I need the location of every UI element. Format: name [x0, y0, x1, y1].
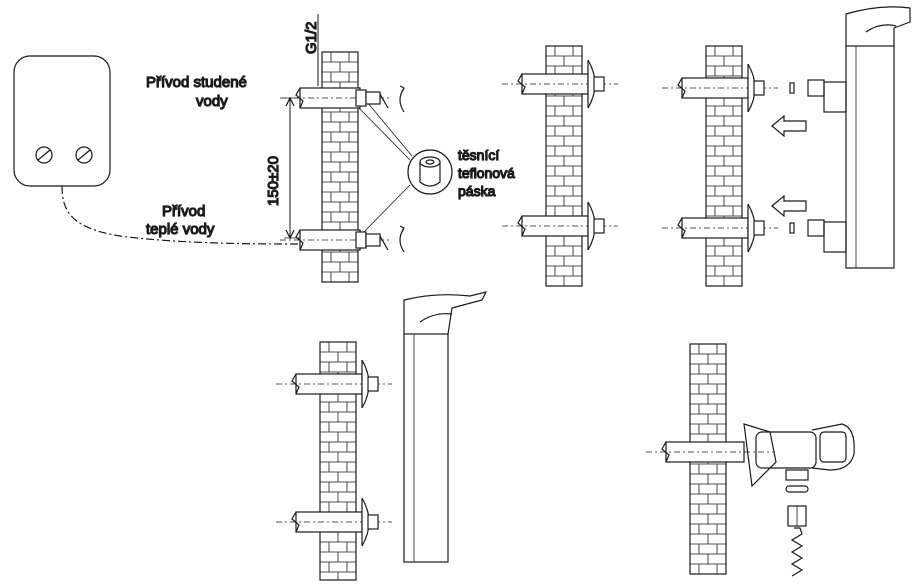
faucet-body	[823, 6, 911, 269]
cover-rosette	[361, 359, 379, 409]
faucet-with-hose	[743, 423, 855, 577]
brick-wall	[689, 343, 727, 575]
cover-rosette	[747, 63, 765, 113]
push-arrow-icon	[771, 114, 807, 138]
pipe-stub	[276, 511, 392, 533]
push-arrow-icon	[771, 194, 807, 218]
teflon-tape-callout	[355, 95, 453, 241]
eccentric-fitting	[355, 231, 389, 251]
nut-and-washer	[789, 219, 825, 237]
tape-label-1: těsnící	[458, 147, 499, 163]
pipe-fittings	[276, 59, 825, 547]
rotation-arrow-icon	[399, 225, 405, 253]
cover-rosette	[587, 201, 605, 251]
cover-rosette	[747, 203, 765, 253]
faucet-body-mounted	[403, 291, 488, 563]
cover-rosette	[361, 497, 379, 547]
hot-supply-label-2: teplé vody	[146, 221, 215, 238]
cold-supply-label-2: vody	[196, 93, 228, 110]
nut-and-washer	[789, 79, 825, 97]
spacing-dimension-label: 150±20	[265, 156, 282, 206]
pipe-stub	[646, 441, 774, 463]
pipe-stub	[276, 373, 392, 395]
cold-supply-label-1: Přívod studené	[146, 74, 247, 91]
thread-size-label: G1/2	[303, 21, 320, 54]
eccentric-fitting	[355, 89, 389, 109]
rotation-arrow-icon	[399, 85, 405, 113]
tape-label-2: teflonová	[458, 165, 515, 181]
tape-label-3: páska	[458, 183, 496, 199]
cover-rosette	[587, 59, 605, 109]
hot-supply-label-1: Přívod	[162, 203, 205, 220]
brick-walls	[319, 45, 743, 581]
water-heater	[13, 55, 301, 245]
